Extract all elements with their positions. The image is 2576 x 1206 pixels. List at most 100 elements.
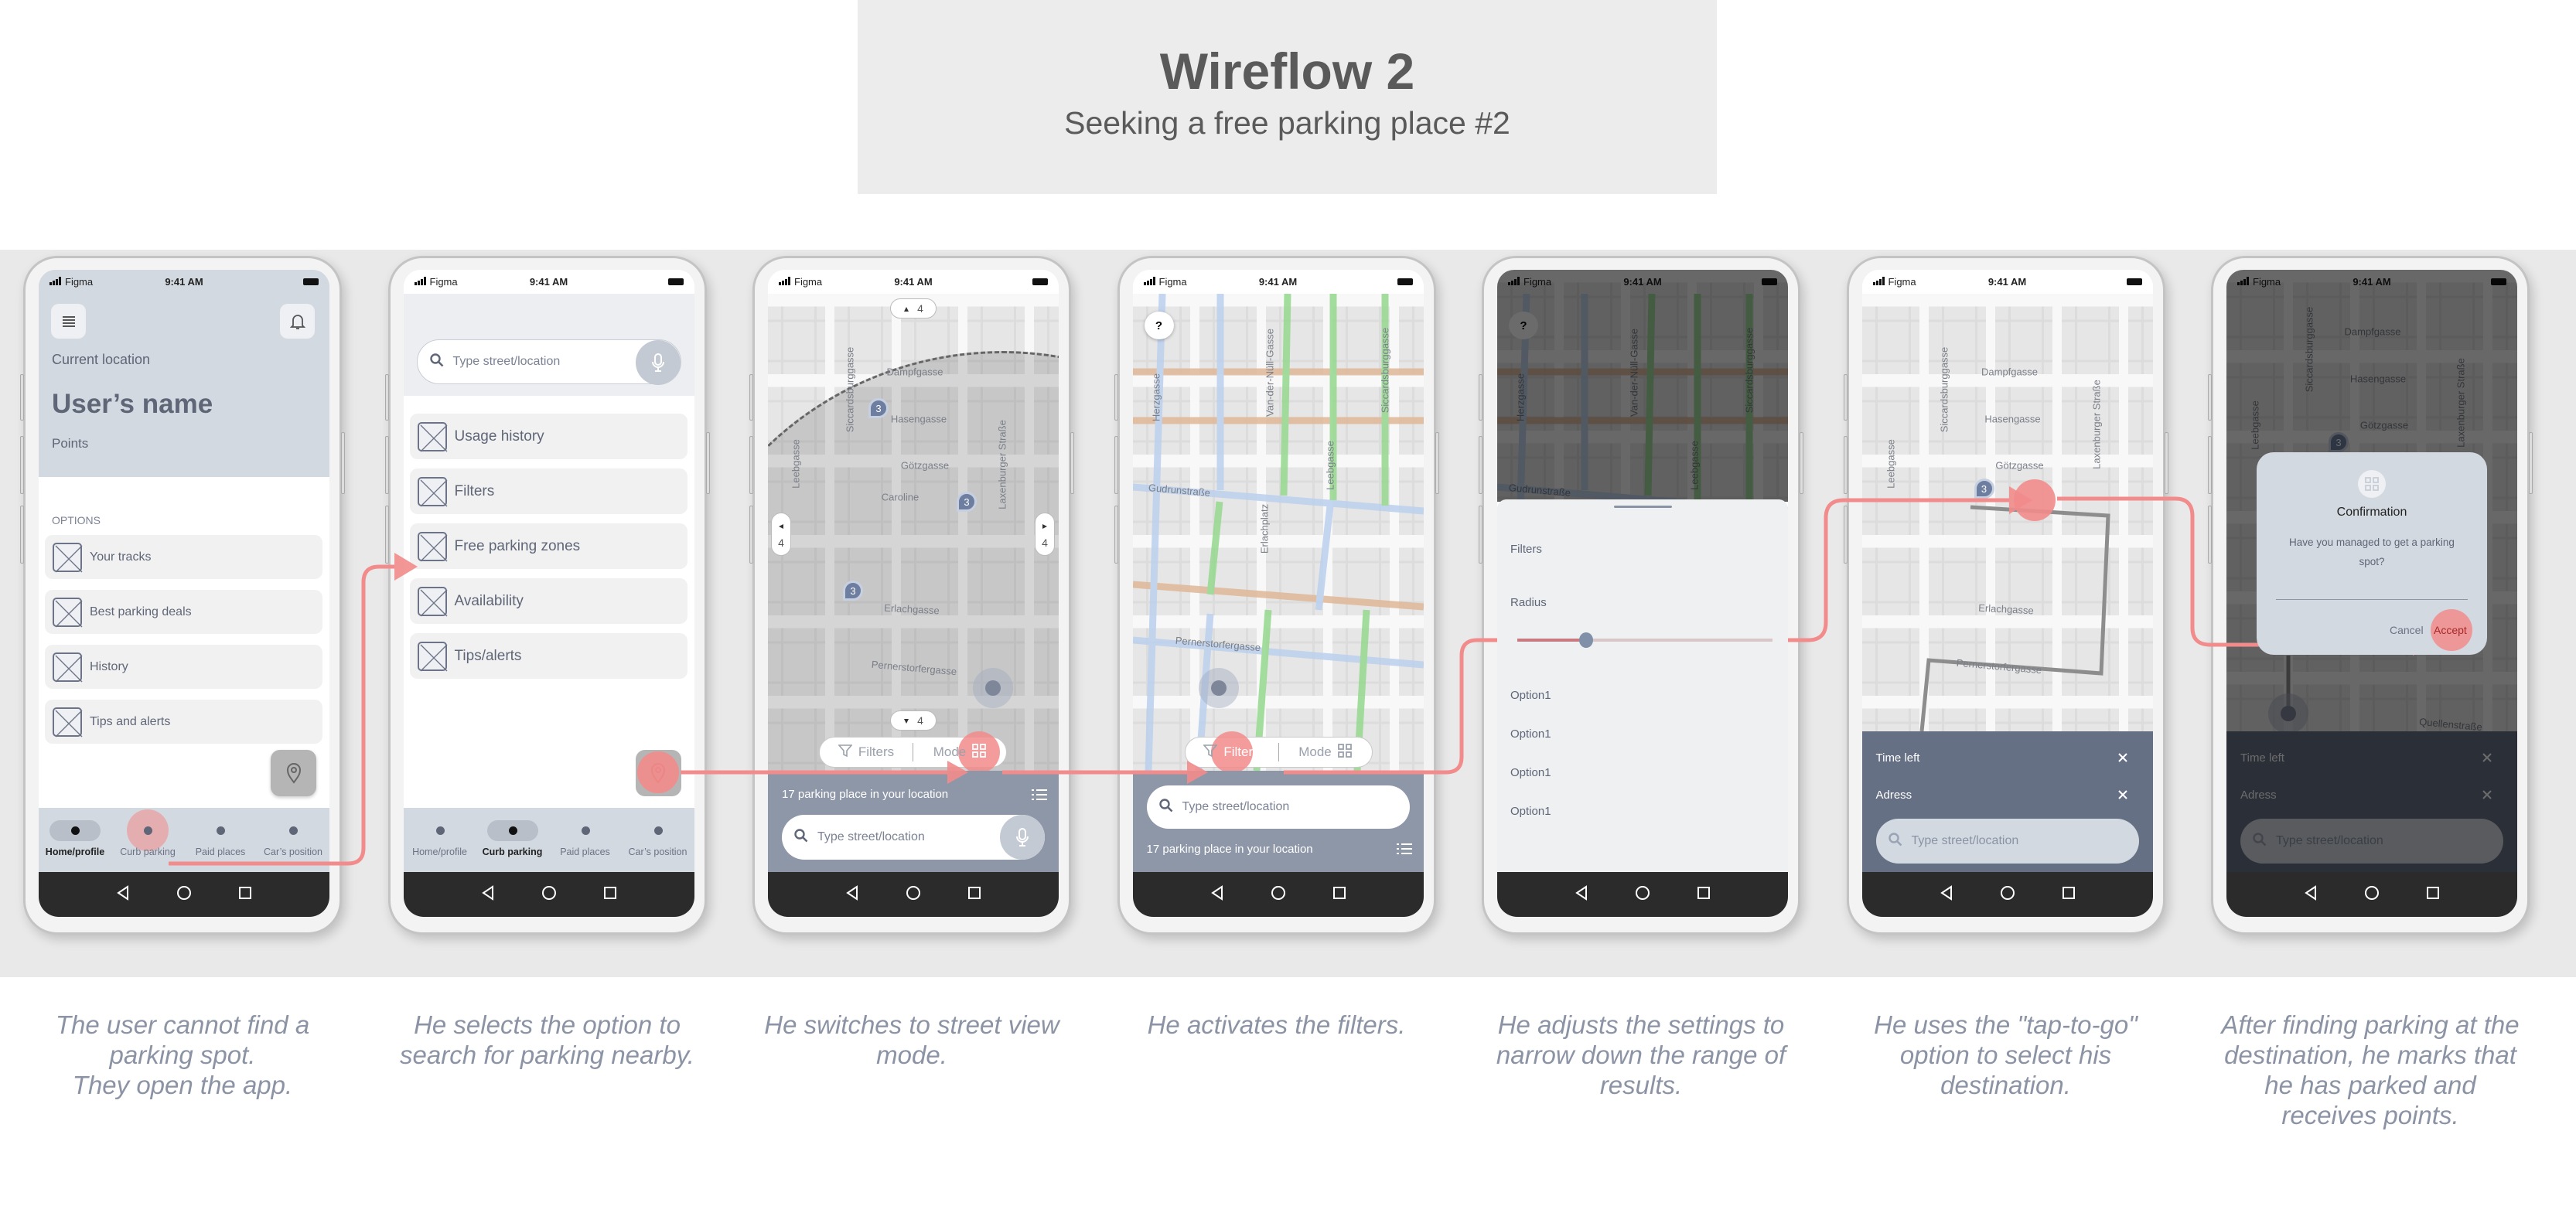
image-placeholder-icon xyxy=(53,652,83,682)
option-your-tracks[interactable]: Your tracks xyxy=(45,535,322,579)
search-input[interactable]: Type street/location xyxy=(2240,819,2503,864)
clear-time-button[interactable] xyxy=(2117,752,2128,767)
parking-marker[interactable]: 3 xyxy=(1974,479,1994,499)
back-button[interactable] xyxy=(481,884,495,904)
search-input[interactable]: Type street/location xyxy=(1875,819,2139,864)
android-nav-bar xyxy=(1861,872,2153,917)
search-icon xyxy=(2253,832,2267,850)
carrier-name: Figma xyxy=(429,276,458,288)
recent-apps-button[interactable] xyxy=(1697,886,1711,904)
search-input[interactable]: Type street/location xyxy=(416,339,681,385)
filter-option[interactable]: Option1 xyxy=(1510,766,1551,779)
menu-item-usage-history[interactable]: Usage history xyxy=(409,414,688,459)
signal-icon xyxy=(1508,276,1520,288)
nav-item-paid-places[interactable]: Paid places xyxy=(184,808,257,872)
locate-button[interactable] xyxy=(635,750,681,796)
filter-option[interactable]: Option1 xyxy=(1510,805,1551,818)
street-label: Hasengasse xyxy=(2349,373,2407,385)
home-button[interactable] xyxy=(176,885,192,904)
recent-apps-button[interactable] xyxy=(1332,886,1346,904)
mode-button[interactable]: Mode xyxy=(913,731,1006,773)
filters-button[interactable]: Filters xyxy=(1186,731,1278,773)
menu-item-availability[interactable]: Availability xyxy=(409,578,688,624)
recent-apps-button[interactable] xyxy=(238,886,252,904)
list-view-icon[interactable] xyxy=(1396,842,1413,860)
cluster-count-chip[interactable]: 4 xyxy=(890,710,937,731)
menu-button[interactable] xyxy=(51,304,86,339)
home-button[interactable] xyxy=(2000,885,2015,904)
menu-item-free-parking-zones[interactable]: Free parking zones xyxy=(409,523,688,569)
option-label: Best parking deals xyxy=(90,605,192,618)
microphone-button[interactable] xyxy=(1000,815,1045,860)
drag-handle[interactable] xyxy=(1614,506,1672,508)
back-button[interactable] xyxy=(116,884,130,904)
list-view-icon[interactable] xyxy=(1031,788,1048,806)
slider-thumb[interactable] xyxy=(1579,632,1594,648)
recent-apps-button[interactable] xyxy=(603,886,617,904)
nav-item-home-profile[interactable]: Home/profile xyxy=(39,808,111,872)
nav-item-curb-parking[interactable]: Curb parking xyxy=(111,808,184,872)
home-button[interactable] xyxy=(541,885,557,904)
nav-item-car-s-position[interactable]: Car’s position xyxy=(622,808,694,872)
microphone-button[interactable] xyxy=(635,340,681,385)
notifications-button[interactable] xyxy=(280,304,315,339)
cluster-count-chip[interactable]: 4 xyxy=(890,298,937,319)
recent-apps-button[interactable] xyxy=(2062,886,2076,904)
search-input[interactable]: Type street/location xyxy=(782,815,1045,860)
street-label: Hasengasse xyxy=(890,413,947,425)
time-left-label: Time left xyxy=(1875,751,1920,765)
parking-marker[interactable]: 3 xyxy=(957,492,977,512)
parking-marker[interactable]: 3 xyxy=(868,398,889,418)
search-input[interactable]: Type street/location xyxy=(1146,785,1410,829)
volume-button xyxy=(749,374,753,421)
street-label: Herzgasse xyxy=(1514,373,1527,422)
filters-button[interactable]: Filters xyxy=(820,744,913,761)
back-button[interactable] xyxy=(1210,884,1224,904)
back-button[interactable] xyxy=(1940,884,1953,904)
locate-button[interactable] xyxy=(271,750,316,796)
nav-label: Paid places xyxy=(560,847,610,857)
help-button: ? xyxy=(1509,312,1538,339)
street-label: Laxenburger Straße xyxy=(996,420,1008,509)
home-button[interactable] xyxy=(2364,885,2380,904)
home-button[interactable] xyxy=(1271,885,1286,904)
dialog-title: Confirmation xyxy=(2336,506,2407,519)
slider-fill xyxy=(1517,639,1587,642)
nav-item-paid-places[interactable]: Paid places xyxy=(549,808,622,872)
recent-apps-button[interactable] xyxy=(2426,886,2440,904)
cluster-count-chip[interactable]: 4 xyxy=(771,513,791,556)
filter-option[interactable]: Option1 xyxy=(1510,689,1551,702)
help-button[interactable]: ? xyxy=(1144,312,1174,339)
nav-item-curb-parking[interactable]: Curb parking xyxy=(476,808,549,872)
volume-button xyxy=(20,436,24,494)
accept-button[interactable]: Accept xyxy=(2434,624,2467,636)
filter-option[interactable]: Option1 xyxy=(1510,727,1551,741)
option-tips-and-alerts[interactable]: Tips and alerts xyxy=(45,700,322,744)
home-button[interactable] xyxy=(1635,885,1650,904)
filter-icon xyxy=(838,744,853,761)
menu-item-filters[interactable]: Filters xyxy=(409,468,688,514)
back-button[interactable] xyxy=(2304,884,2318,904)
back-button[interactable] xyxy=(1575,884,1588,904)
nav-icon xyxy=(581,826,590,835)
parking-marker[interactable]: 3 xyxy=(843,581,863,601)
home-button[interactable] xyxy=(906,885,921,904)
mode-label: Mode xyxy=(933,744,967,759)
radius-slider[interactable] xyxy=(1517,632,1772,648)
cluster-count: 4 xyxy=(1042,537,1048,549)
option-history[interactable]: History xyxy=(45,645,322,689)
nav-item-car-s-position[interactable]: Car’s position xyxy=(257,808,329,872)
menu-item-tips-alerts[interactable]: Tips/alerts xyxy=(409,633,688,679)
clear-address-button[interactable] xyxy=(2117,789,2128,804)
option-best-parking-deals[interactable]: Best parking deals xyxy=(45,590,322,634)
cancel-button[interactable]: Cancel xyxy=(2390,624,2424,636)
back-button[interactable] xyxy=(845,884,859,904)
mode-button[interactable]: Mode xyxy=(1279,743,1372,761)
nav-item-home-profile[interactable]: Home/profile xyxy=(404,808,476,872)
recent-apps-button[interactable] xyxy=(967,886,981,904)
cluster-count-chip[interactable]: 4 xyxy=(1035,513,1055,556)
